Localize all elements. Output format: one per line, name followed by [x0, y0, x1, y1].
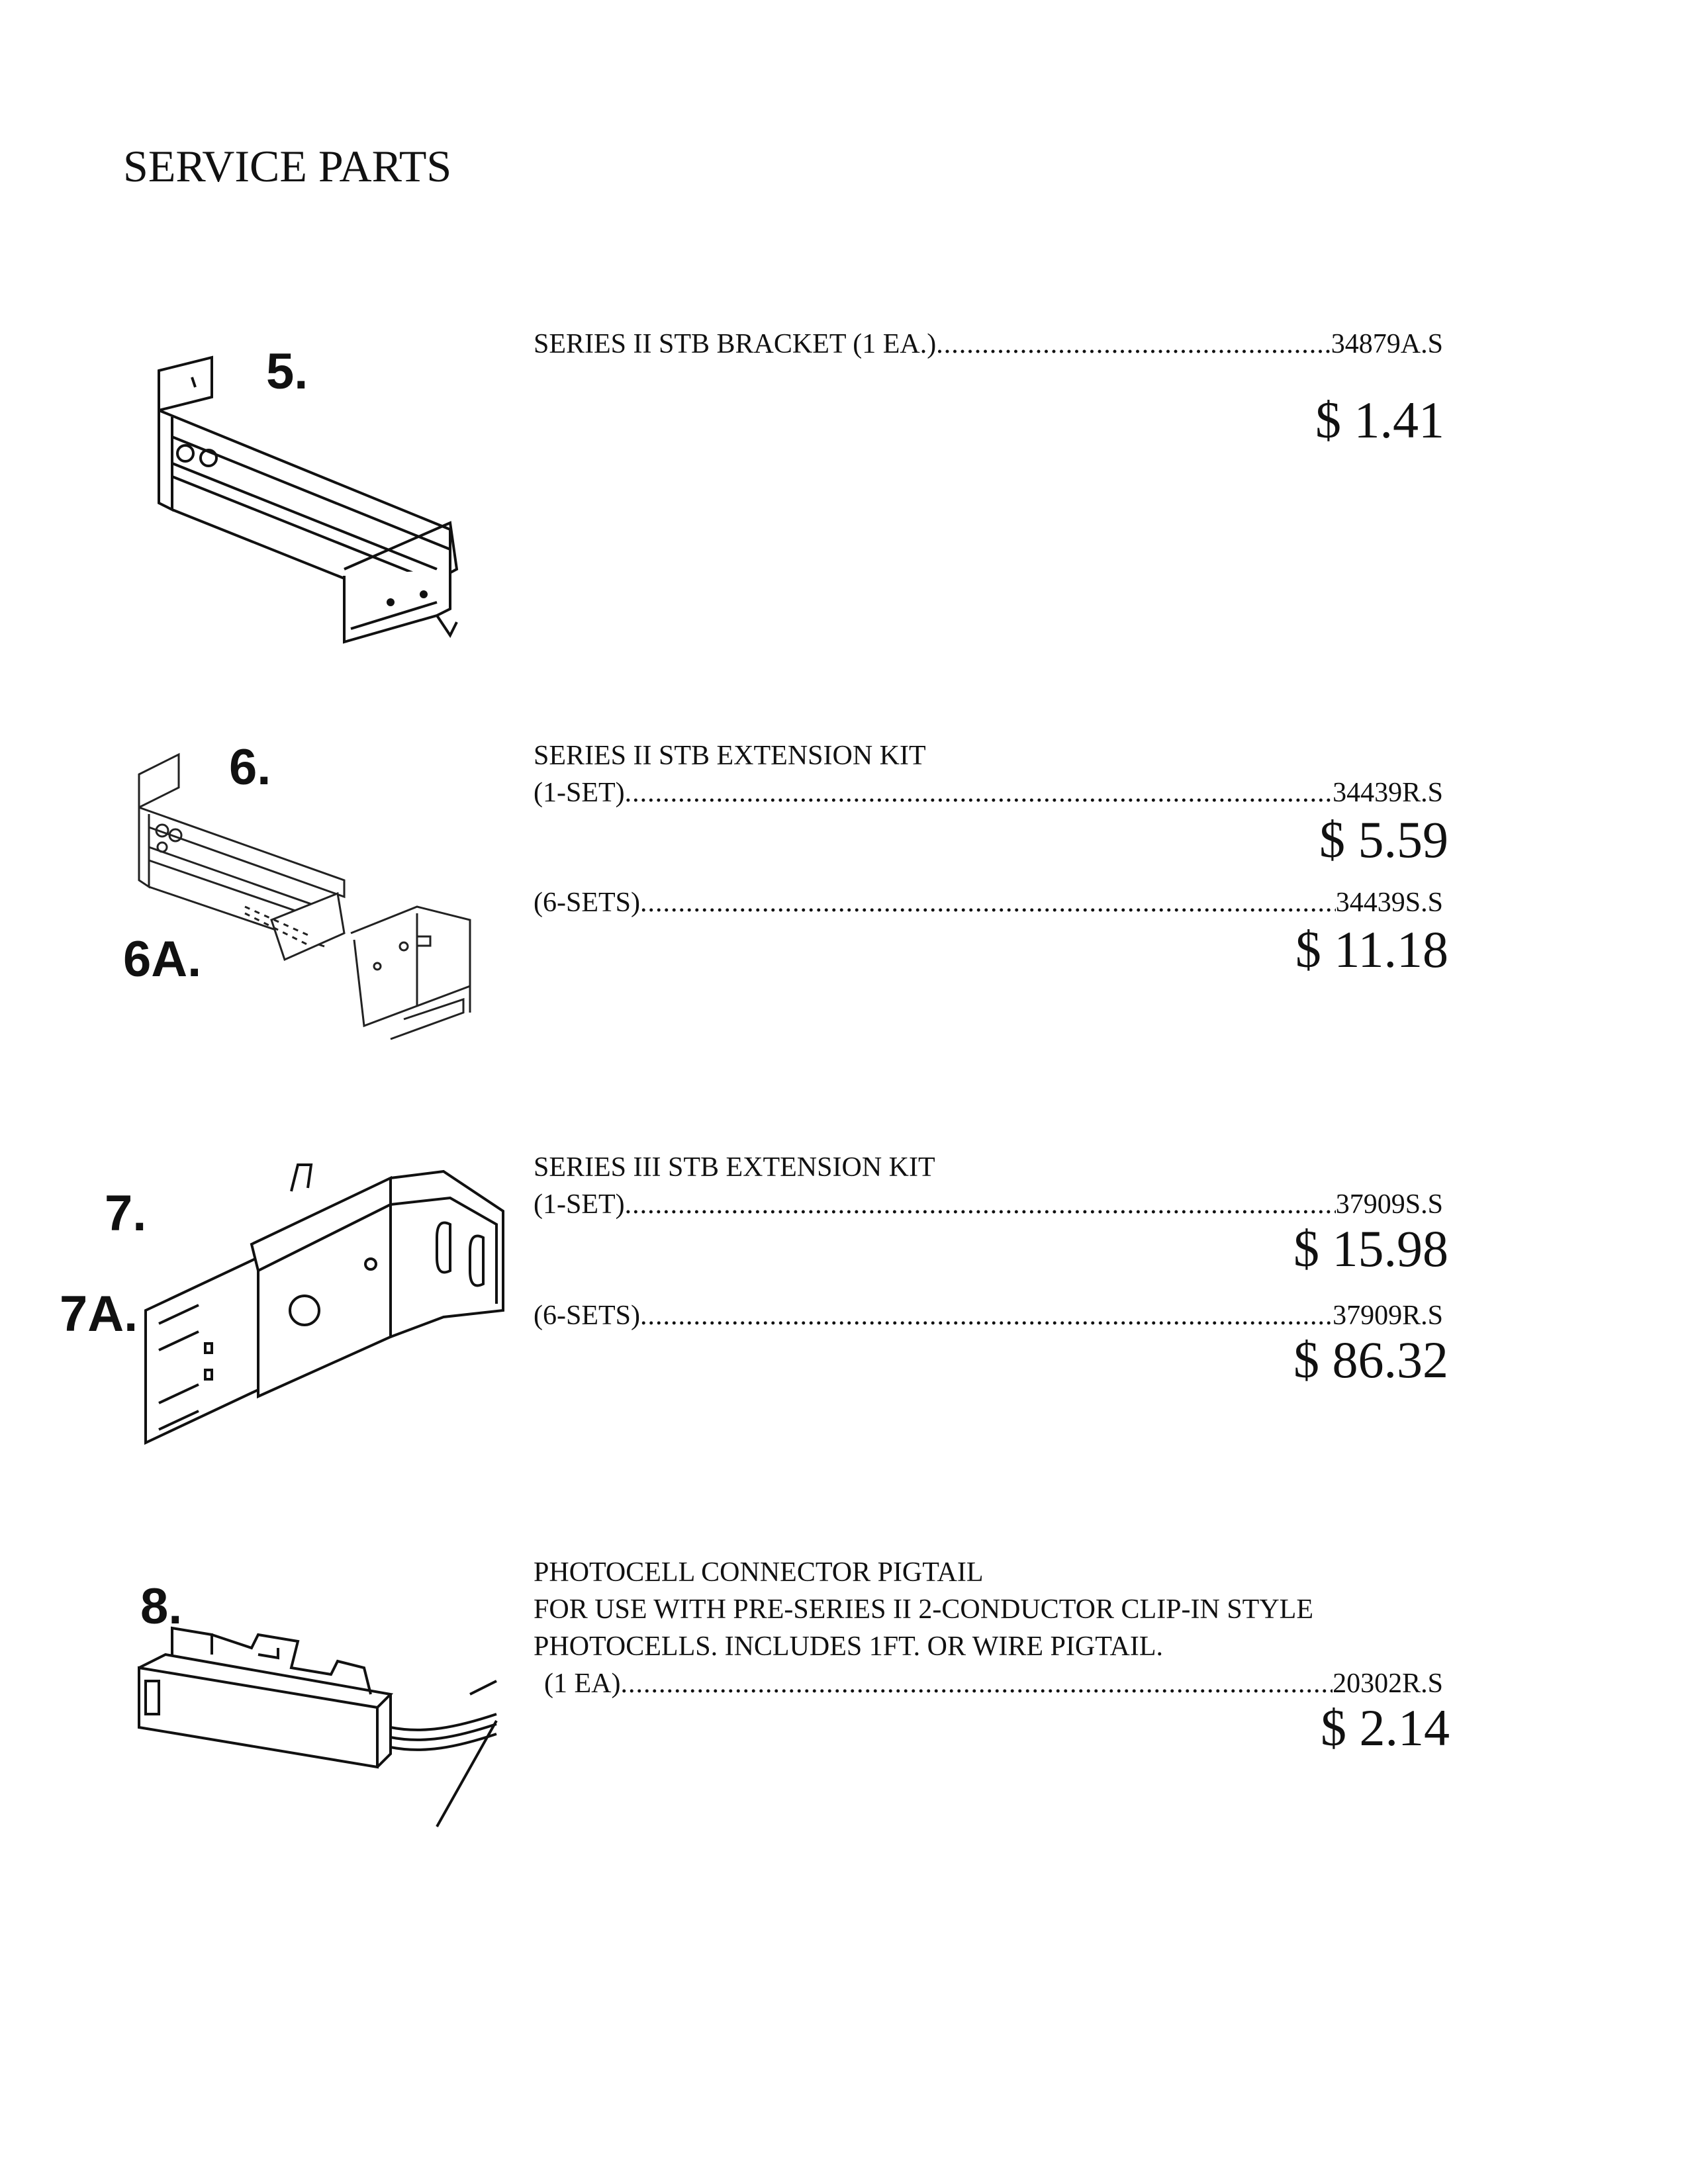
photocell-connector-pigtail-illustration [126, 1628, 523, 1827]
price-34439R: $ 5.59 [1319, 811, 1448, 868]
part-description: (1-SET) [534, 778, 625, 808]
kit-heading-series-iii: SERIES III STB EXTENSION KIT [534, 1152, 935, 1183]
part-number: 37909S.S [1335, 1189, 1443, 1220]
part-line-34439R: (1-SET) 34439R.S [534, 777, 1443, 809]
part-heading-photocell-pigtail: PHOTOCELL CONNECTOR PIGTAIL [534, 1557, 984, 1588]
stb-bracket-illustration [146, 351, 463, 649]
part-line-34879A: SERIES II STB BRACKET (1 EA.) 34879A.S [534, 328, 1443, 360]
price-20302R: $ 2.14 [1321, 1699, 1450, 1756]
part-line-37909S: (1-SET) 37909S.S [534, 1189, 1443, 1220]
price-34879A: $ 1.41 [1315, 391, 1444, 449]
item-number-6: 6. [229, 739, 271, 796]
price-37909R: $ 86.32 [1293, 1331, 1448, 1388]
part-number: 34879A.S [1331, 329, 1443, 359]
part-number: 37909R.S [1333, 1300, 1443, 1331]
part-line-20302R: (1 EA) 20302R.S [544, 1668, 1443, 1700]
item-number-7: 7. [105, 1185, 147, 1242]
part-description-line-2: PHOTOCELLS. INCLUDES 1FT. OR WIRE PIGTAI… [534, 1631, 1163, 1662]
part-description: (1-SET) [534, 1189, 625, 1220]
part-description-line-1: FOR USE WITH PRE-SERIES II 2-CONDUCTOR C… [534, 1594, 1313, 1625]
part-description: SERIES II STB BRACKET (1 EA.) [534, 329, 937, 359]
extension-kit-series-iii-illustration [126, 1152, 523, 1456]
item-number-5: 5. [266, 343, 308, 400]
leader-dots [625, 1189, 1336, 1220]
leader-dots [640, 1300, 1333, 1332]
part-line-37909R: (6-SETS) 37909R.S [534, 1300, 1443, 1332]
part-line-34439S: (6-SETS) 34439S.S [534, 887, 1443, 919]
part-number: 20302R.S [1333, 1668, 1443, 1699]
item-number-7a: 7A. [60, 1286, 138, 1342]
price-34439S: $ 11.18 [1295, 921, 1448, 978]
part-description: (6-SETS) [534, 1300, 640, 1331]
kit-heading-series-ii: SERIES II STB EXTENSION KIT [534, 741, 926, 771]
price-37909S: $ 15.98 [1293, 1220, 1448, 1277]
extension-kit-series-ii-illustration [126, 748, 496, 1046]
part-number: 34439R.S [1333, 778, 1443, 808]
part-description: (6-SETS) [534, 887, 640, 918]
leader-dots [620, 1668, 1333, 1700]
leader-dots [625, 777, 1333, 809]
item-number-8: 8. [140, 1578, 183, 1635]
part-number: 34439S.S [1335, 887, 1443, 918]
item-number-6a: 6A. [123, 931, 202, 987]
part-description: (1 EA) [544, 1668, 621, 1699]
leader-dots [640, 887, 1336, 919]
page-title: SERVICE PARTS [123, 141, 452, 191]
leader-dots [936, 328, 1331, 360]
